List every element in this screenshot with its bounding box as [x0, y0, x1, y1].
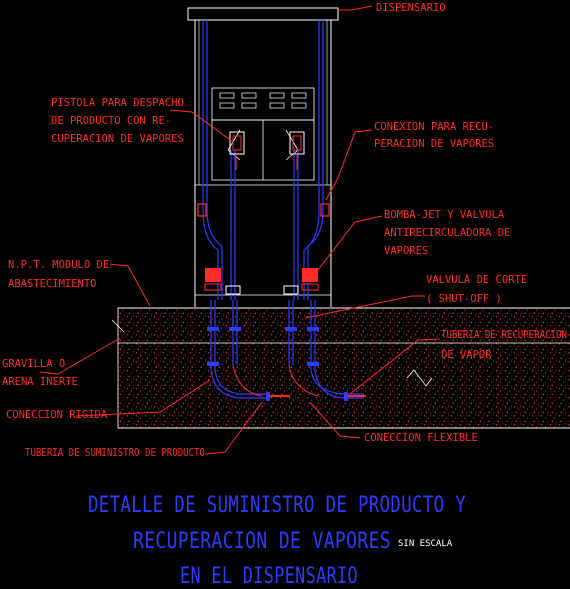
label-conexion-flexible: CONECCION FLEXIBLE — [364, 432, 478, 444]
label-tuberia-suministro: TUBERIA DE SUMINISTRO DE PRODUCTO — [25, 447, 205, 459]
title-block: DETALLE DE SUMINISTRO DE PRODUCTO Y RECU… — [88, 493, 466, 589]
label-conexion-2: PERACION DE VAPORES — [374, 138, 494, 150]
label-bomba-2: ANTIRECIRCULADORA DE — [384, 227, 510, 239]
title-line-3: EN EL DISPENSARIO — [180, 564, 358, 589]
label-gravilla-1: GRAVILLA O — [2, 358, 65, 370]
label-npt-1: N.P.T. MODULO DE — [8, 259, 109, 271]
annotations: DISPENSARIO PISTOLA PARA DESPACHO DE PRO… — [2, 2, 567, 459]
bomba-jet-right — [302, 268, 318, 282]
label-bomba-1: BOMBA-JET Y VALVULA — [384, 209, 505, 221]
title-line-1: DETALLE DE SUMINISTRO DE PRODUCTO Y — [88, 493, 466, 518]
dispenser-cabinet — [187, 7, 339, 307]
fittings — [197, 131, 366, 401]
gravel-fill — [118, 308, 570, 428]
ground-section — [111, 307, 570, 429]
label-pistola-1: PISTOLA PARA DESPACHO — [51, 97, 184, 109]
label-npt-2: ABASTECIMIENTO — [8, 278, 97, 290]
label-tuberia-rec-2: DE VAPOR — [441, 349, 492, 361]
label-dispensario: DISPENSARIO — [376, 2, 446, 14]
internal-piping — [202, 20, 364, 399]
scale-note: SIN ESCALA — [398, 539, 453, 549]
label-conexion-rigida: CONECCION RIGIDA — [6, 409, 108, 421]
label-tuberia-rec-1: TUBERIA DE RECUPERACION — [441, 329, 567, 341]
bomba-jet-left — [205, 268, 221, 282]
label-valvula-2: ( SHUT-OFF ) — [426, 293, 502, 305]
leader-lines — [39, 5, 441, 455]
label-bomba-3: VAPORES — [384, 245, 428, 257]
label-pistola-2: DE PRODUCTO CON RE- — [51, 115, 171, 127]
label-conexion-1: CONEXION PARA RECU- — [374, 121, 494, 133]
label-gravilla-2: ARENA INERTE — [2, 376, 78, 388]
label-valvula-1: VALVULA DE CORTE — [426, 274, 527, 286]
title-line-2: RECUPERACION DE VAPORES — [133, 529, 391, 554]
label-pistola-3: CUPERACION DE VAPORES — [51, 133, 184, 145]
